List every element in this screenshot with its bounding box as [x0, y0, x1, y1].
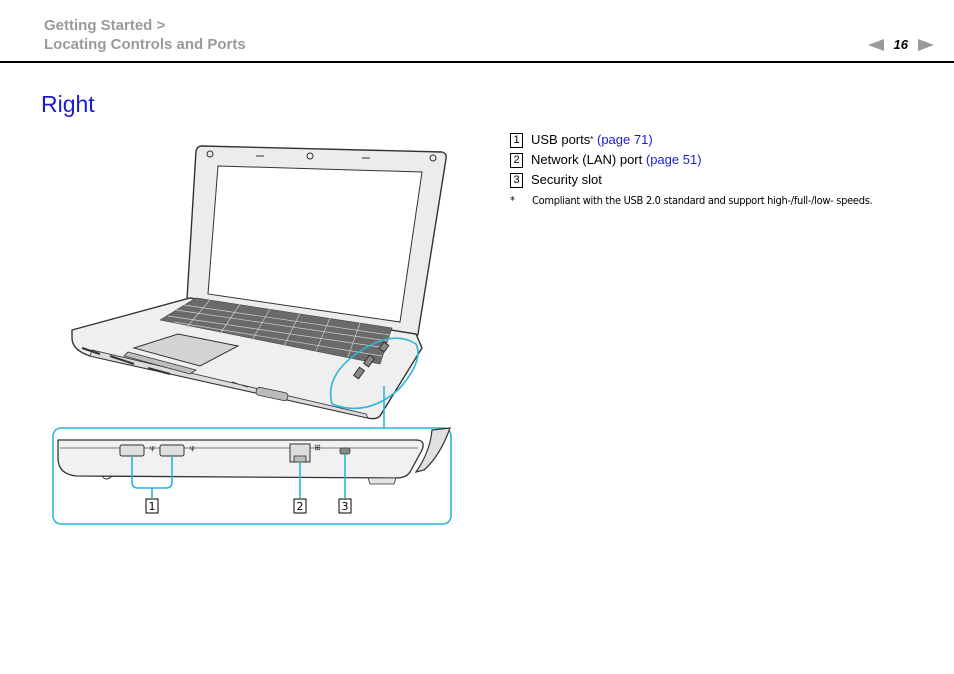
legend-item-security: 3 Security slot: [510, 170, 872, 190]
legend-item-usb: 1 USB ports* (page 71): [510, 130, 872, 150]
breadcrumb: Getting Started > Locating Controls and …: [44, 16, 246, 54]
usb-port-2: [159, 444, 185, 457]
callout-3: 3: [342, 500, 349, 513]
port-legend: 1 USB ports* (page 71) 2 Network (LAN) p…: [510, 130, 873, 208]
page-navigation: 16: [867, 37, 934, 52]
footnote: * Compliant with the USB 2.0 standard an…: [510, 194, 873, 208]
legend-label: USB ports: [531, 132, 591, 147]
security-slot: [339, 447, 351, 455]
svg-text:ψ: ψ: [150, 444, 155, 452]
legend-number: 2: [510, 152, 523, 168]
breadcrumb-current[interactable]: Locating Controls and Ports: [44, 36, 246, 53]
footnote-text: Compliant with the USB 2.0 standard and …: [532, 194, 873, 207]
previous-page-arrow-icon[interactable]: [867, 38, 884, 51]
svg-text:⊞: ⊞: [314, 443, 321, 452]
usb-port-1: [119, 444, 145, 457]
callout-2: 2: [297, 500, 304, 513]
laptop-right-side-figure: ψ ψ ⊞ 1 2 3: [50, 138, 456, 530]
legend-label: Network (LAN) port: [531, 152, 643, 167]
callout-1: 1: [149, 500, 156, 513]
legend-number: 1: [510, 132, 523, 148]
svg-text:ψ: ψ: [190, 444, 195, 452]
lan-page-link[interactable]: (page 51): [645, 152, 702, 167]
legend-number: 3: [510, 172, 523, 188]
usb-page-link[interactable]: (page 71): [597, 132, 653, 147]
legend-label: Security slot: [531, 172, 602, 187]
page-number: 16: [893, 37, 908, 52]
footnote-mark: *: [510, 194, 515, 207]
footnote-marker: *: [590, 135, 594, 144]
legend-item-lan: 2 Network (LAN) port (page 51): [510, 150, 872, 170]
header-divider: [0, 61, 954, 63]
section-title: Right: [41, 91, 95, 117]
laptop-illustration: ψ ψ ⊞ 1 2 3: [52, 145, 452, 525]
next-page-arrow-icon[interactable]: [918, 38, 934, 51]
breadcrumb-parent[interactable]: Getting Started >: [44, 17, 166, 34]
